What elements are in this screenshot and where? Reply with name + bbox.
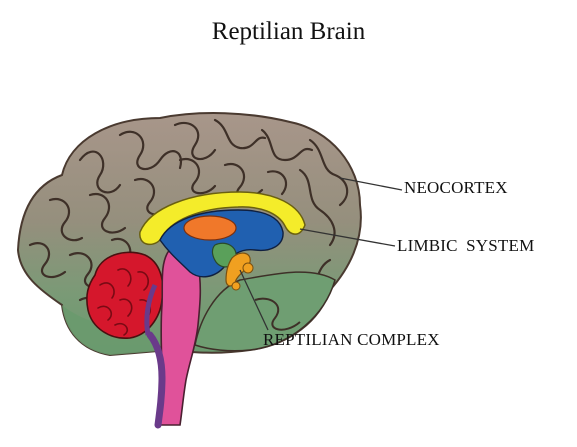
page-title: Reptilian Brain xyxy=(211,18,366,45)
label-limbic-system: LIMBIC SYSTEM xyxy=(397,236,535,255)
label-reptilian-complex: REPTILIAN COMPLEX xyxy=(263,330,440,349)
reptilian-leader-line xyxy=(239,269,269,331)
limbic-structures-region xyxy=(225,252,251,287)
thalamus-region xyxy=(183,215,237,241)
neocortex-leader-line xyxy=(339,177,403,191)
limbic-leader-line xyxy=(299,228,396,247)
cerebellum-region xyxy=(86,251,164,339)
label-neocortex: NEOCORTEX xyxy=(404,178,508,197)
